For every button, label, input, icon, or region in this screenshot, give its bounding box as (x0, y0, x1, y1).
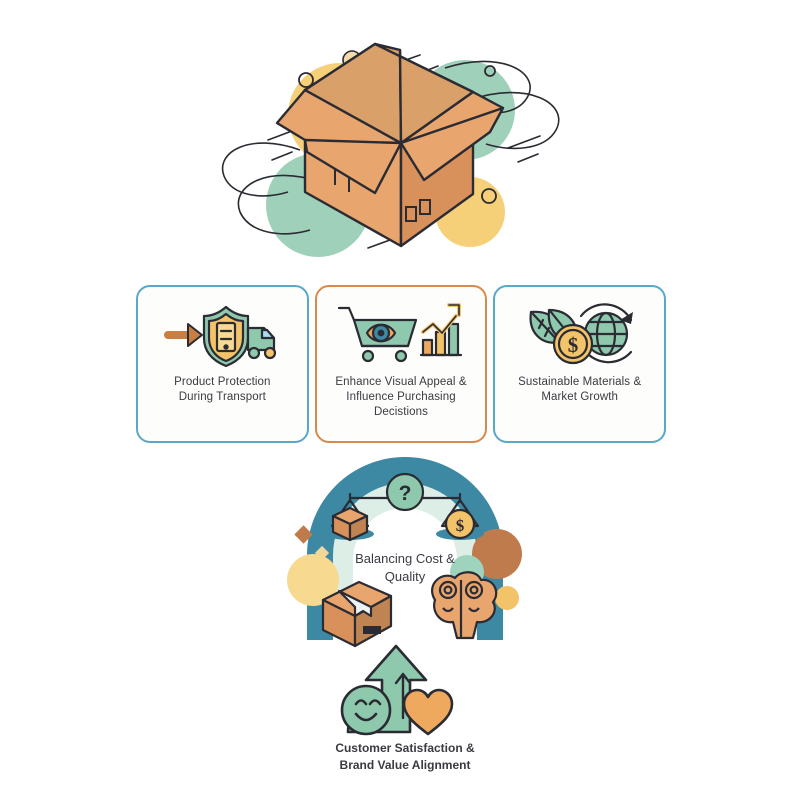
box-flap-front-right (399, 106, 505, 182)
balancing-cost-quality-section: ? $ (255, 450, 555, 680)
smiley-arrow-heart-icon (340, 644, 454, 736)
open-box-svg (221, 42, 560, 257)
bottom-section-label: Customer Satisfaction & Brand Value Alig… (335, 741, 475, 772)
card-label: Enhance Visual Appeal & Influence Purcha… (335, 376, 467, 419)
benefit-card-row: Product Protection During Transport (136, 285, 667, 443)
hero-illustration (0, 0, 800, 270)
customer-satisfaction-section: Customer Satisfaction & Brand Value Alig… (280, 640, 530, 790)
package-box-icon (321, 580, 393, 648)
balance-scale-icon: ? $ (326, 472, 484, 542)
box-flap-front-left (303, 138, 403, 195)
decor-circle-brown (472, 529, 522, 579)
svg-text:$: $ (567, 333, 578, 357)
arch-svg: ? $ (287, 457, 522, 648)
decor-circle-cream (287, 554, 339, 606)
scale-left-box-icon (331, 506, 369, 542)
card-product-protection[interactable]: Product Protection During Transport (136, 285, 309, 443)
decor-swoosh-lines (221, 60, 560, 235)
cart-eye-chart-icon (335, 299, 467, 371)
brain-gears-icon (431, 571, 498, 640)
card-label: Sustainable Materials & Market Growth (518, 376, 642, 404)
card-label: Product Protection During Transport (174, 376, 271, 404)
scale-right-coin-icon: $ (444, 508, 476, 540)
decor-circle-yellow-sm (495, 586, 519, 610)
leaf-globe-coin-icon: $ (521, 299, 639, 371)
svg-text:$: $ (456, 516, 465, 535)
decor-diamond-orange (294, 525, 313, 544)
shield-truck-icon (162, 299, 282, 371)
scale-question-mark: ? (399, 482, 412, 505)
card-sustainable-materials[interactable]: $ Sustainable Materials & Market Growth (493, 285, 667, 443)
card-visual-appeal[interactable]: Enhance Visual Appeal & Influence Purcha… (314, 285, 488, 443)
